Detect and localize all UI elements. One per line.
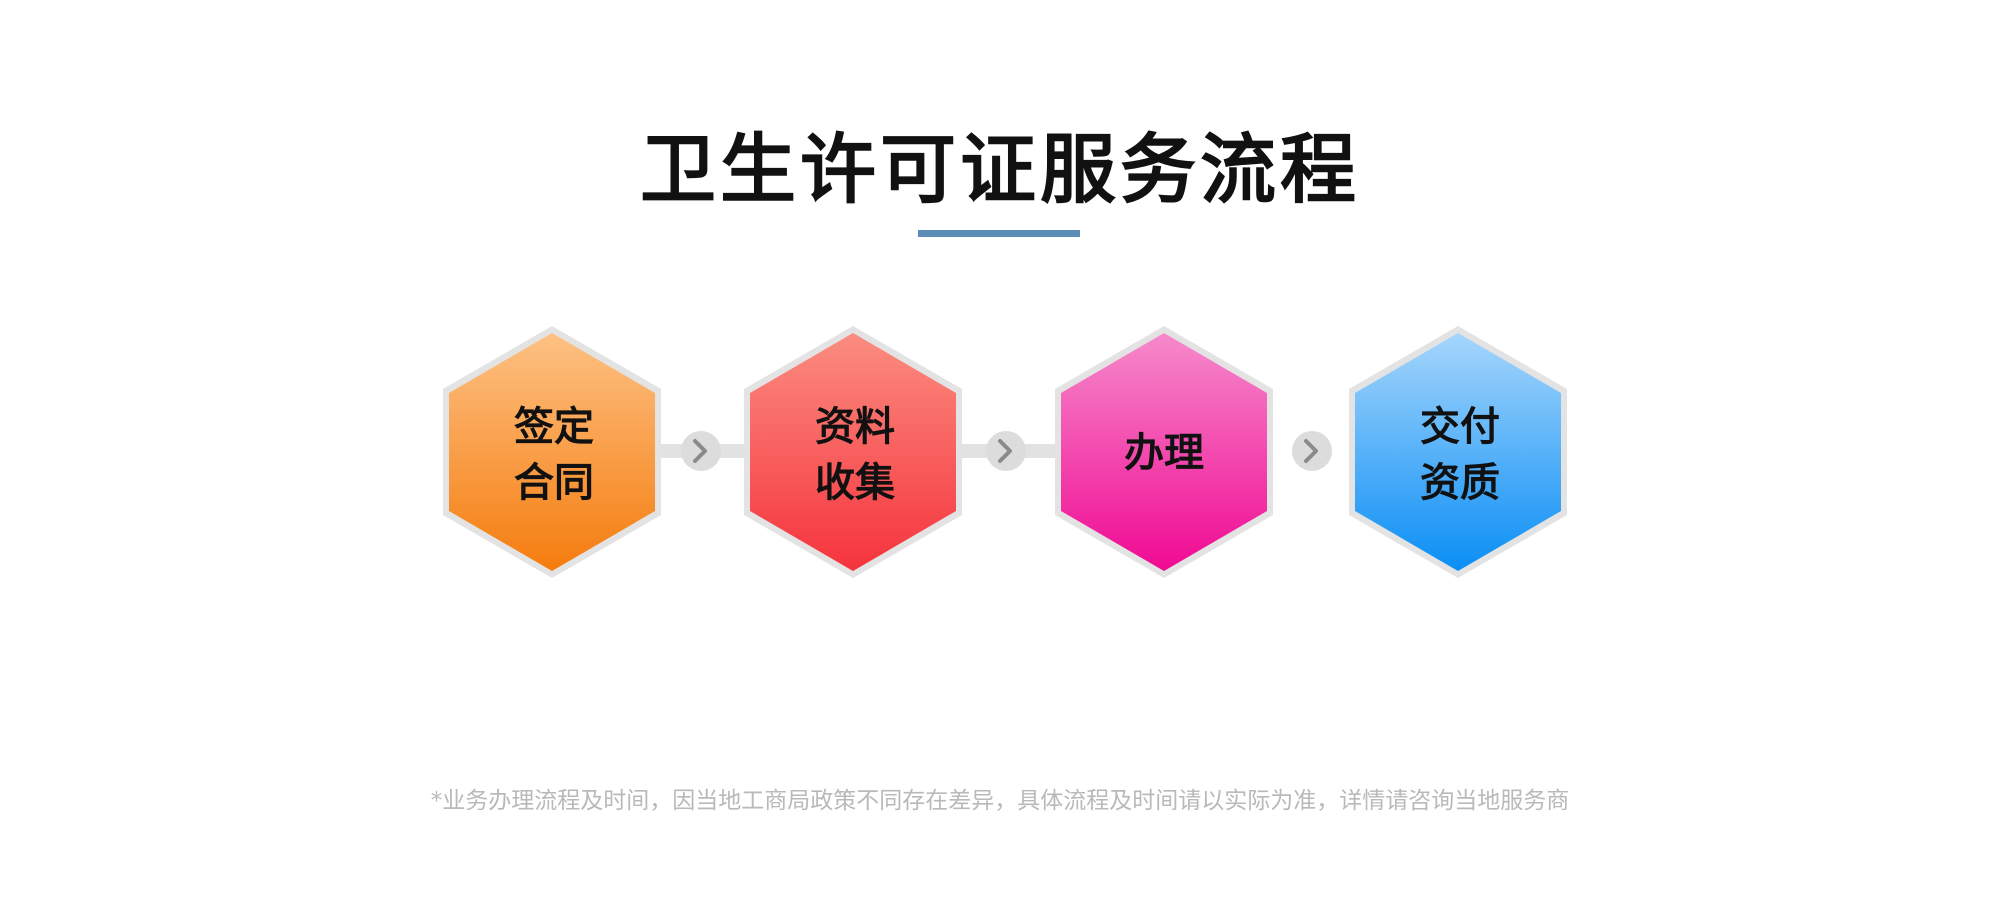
chevron-right-icon	[693, 439, 707, 463]
hexagon-fill	[1061, 333, 1267, 571]
arrow-circle	[681, 431, 721, 471]
connector-1	[650, 431, 750, 471]
step-label-line2: 收集	[815, 460, 895, 506]
connector-3	[1292, 431, 1332, 471]
step-sign-contract: 签定 合同	[443, 326, 661, 578]
step-processing: 办理	[1055, 326, 1273, 578]
step-deliver-qualification: 交付 资质	[1349, 326, 1567, 578]
step-collect-materials: 资料 收集	[744, 326, 962, 578]
step-label-line1: 签定	[514, 404, 594, 450]
title-underline	[918, 230, 1080, 237]
arrow-circle	[1292, 431, 1332, 471]
step-label-line1: 办理	[1124, 430, 1204, 476]
step-label-line2: 合同	[514, 460, 594, 506]
footnote-disclaimer: *业务办理流程及时间，因当地工商局政策不同存在差异，具体流程及时间请以实际为准，…	[430, 788, 1570, 814]
step-label-line1: 资料	[815, 404, 895, 450]
connector-2	[952, 431, 1062, 471]
chevron-right-icon	[1304, 439, 1318, 463]
step-label-line1: 交付	[1420, 404, 1500, 450]
arrow-circle	[986, 431, 1026, 471]
hexagon-fill	[750, 333, 956, 571]
chevron-right-icon	[998, 439, 1012, 463]
page-title: 卫生许可证服务流程	[640, 125, 1360, 214]
hexagon-fill	[449, 333, 655, 571]
step-label-line2: 资质	[1420, 460, 1500, 506]
hexagon-fill	[1355, 333, 1561, 571]
